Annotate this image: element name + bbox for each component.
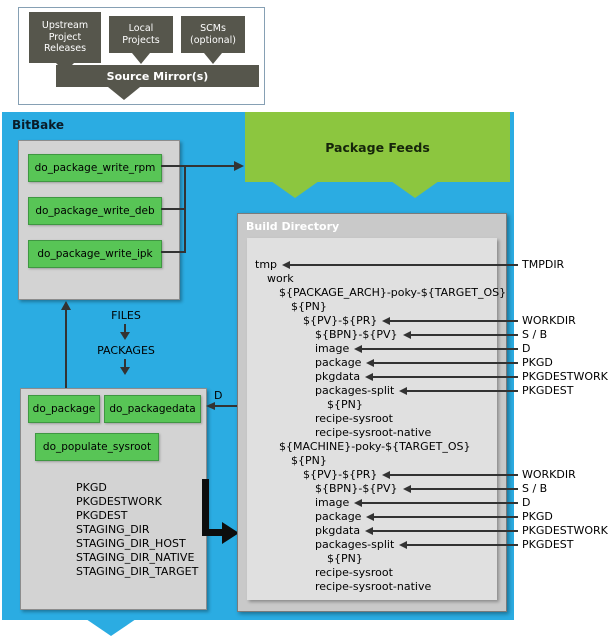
- connector-line: [161, 251, 186, 253]
- feed-chevron-down-icon: [271, 181, 319, 198]
- arrow-left-icon: [206, 402, 215, 410]
- task-do-populate-sysroot: do_populate_sysroot: [35, 433, 159, 461]
- connector-line: [161, 165, 234, 167]
- variable-label: WORKDIR: [522, 314, 576, 327]
- variable-label: S / B: [522, 328, 548, 341]
- d-label: D: [214, 389, 223, 402]
- variable-label: PKGDEST: [522, 538, 574, 551]
- bitbake-title: BitBake: [12, 118, 65, 132]
- task-do-package-write-deb: do_package_write_deb: [28, 197, 162, 225]
- variable-label: D: [522, 496, 531, 509]
- variable-item: STAGING_DIR_NATIVE: [76, 551, 195, 564]
- big-arrow: [202, 529, 222, 536]
- connector-line: [184, 165, 186, 253]
- scms-box: SCMs (optional): [181, 16, 245, 53]
- variable-label: WORKDIR: [522, 468, 576, 481]
- variable-item: PKGDEST: [76, 509, 128, 522]
- flow-line: [124, 324, 126, 332]
- variable-item: STAGING_DIR_TARGET: [76, 565, 199, 578]
- variable-label: TMPDIR: [522, 258, 565, 271]
- bitbake-chevron-down-icon: [86, 619, 136, 636]
- source-mirrors-bar: Source Mirror(s): [56, 65, 259, 87]
- d-arrow-line: [215, 405, 237, 407]
- variable-label: D: [522, 342, 531, 355]
- package-feeds-title: Package Feeds: [325, 139, 430, 155]
- feed-chevron-down-icon: [391, 181, 439, 198]
- variable-item: PKGD: [76, 481, 107, 494]
- task-do-packagedata: do_packagedata: [104, 395, 201, 423]
- packaging-tasks-box: do_package do_packagedata do_populate_sy…: [20, 388, 207, 610]
- variable-label: S / B: [522, 482, 548, 495]
- variable-label: PKGDESTWORK: [522, 524, 608, 537]
- variable-label: PKGD: [522, 356, 553, 369]
- arrow-down-icon: [120, 367, 130, 375]
- files-label: FILES: [111, 309, 141, 322]
- task-do-package-write-ipk: do_package_write_ipk: [28, 240, 162, 268]
- arrow-right-icon: [234, 161, 244, 171]
- connector-line: [161, 208, 186, 210]
- variable-item: PKGDESTWORK: [76, 495, 162, 508]
- source-mirrors-panel: Upstream Project Releases Local Projects…: [18, 7, 265, 105]
- build-directory-title: Build Directory: [246, 220, 340, 233]
- package-write-tasks-box: do_package_write_rpm do_package_write_de…: [18, 140, 180, 300]
- big-arrow: [202, 479, 209, 536]
- arrow-down-icon: [120, 332, 130, 340]
- variable-label: PKGDESTWORK: [522, 370, 608, 383]
- local-projects-box: Local Projects: [109, 16, 173, 53]
- scms-chevron-down-icon: [204, 53, 222, 64]
- mirror-chevron-down-icon: [108, 87, 140, 100]
- build-directory-tree-panel: [247, 238, 497, 600]
- task-do-package: do_package: [28, 395, 100, 423]
- local-chevron-down-icon: [132, 53, 150, 64]
- packages-label: PACKAGES: [97, 344, 155, 357]
- variable-item: STAGING_DIR: [76, 523, 150, 536]
- package-feeds-banner: Package Feeds: [245, 112, 510, 182]
- arrow-up-icon: [61, 301, 71, 310]
- task-do-package-write-rpm: do_package_write_rpm: [28, 154, 162, 182]
- package-to-write-line: [65, 310, 67, 389]
- variable-label: PKGD: [522, 510, 553, 523]
- upstream-project-releases-box: Upstream Project Releases: [29, 12, 101, 63]
- variable-item: STAGING_DIR_HOST: [76, 537, 186, 550]
- variable-label: PKGDEST: [522, 384, 574, 397]
- big-arrow-right-icon: [222, 522, 239, 544]
- flow-line: [124, 359, 126, 367]
